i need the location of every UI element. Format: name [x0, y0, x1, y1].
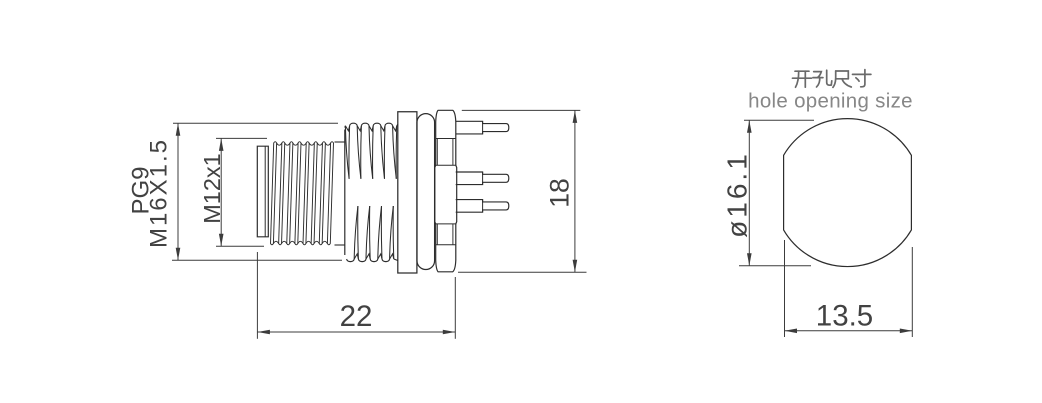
svg-text:22: 22 [340, 300, 373, 333]
svg-text:PG9: PG9 [128, 166, 155, 214]
svg-text:ø16.1: ø16.1 [722, 151, 753, 238]
svg-text:18: 18 [545, 178, 575, 207]
svg-text:hole opening size: hole opening size [748, 90, 913, 113]
svg-text:M12x1: M12x1 [199, 153, 225, 224]
svg-text:13.5: 13.5 [816, 300, 873, 333]
svg-text:M16X1.5: M16X1.5 [146, 138, 173, 248]
